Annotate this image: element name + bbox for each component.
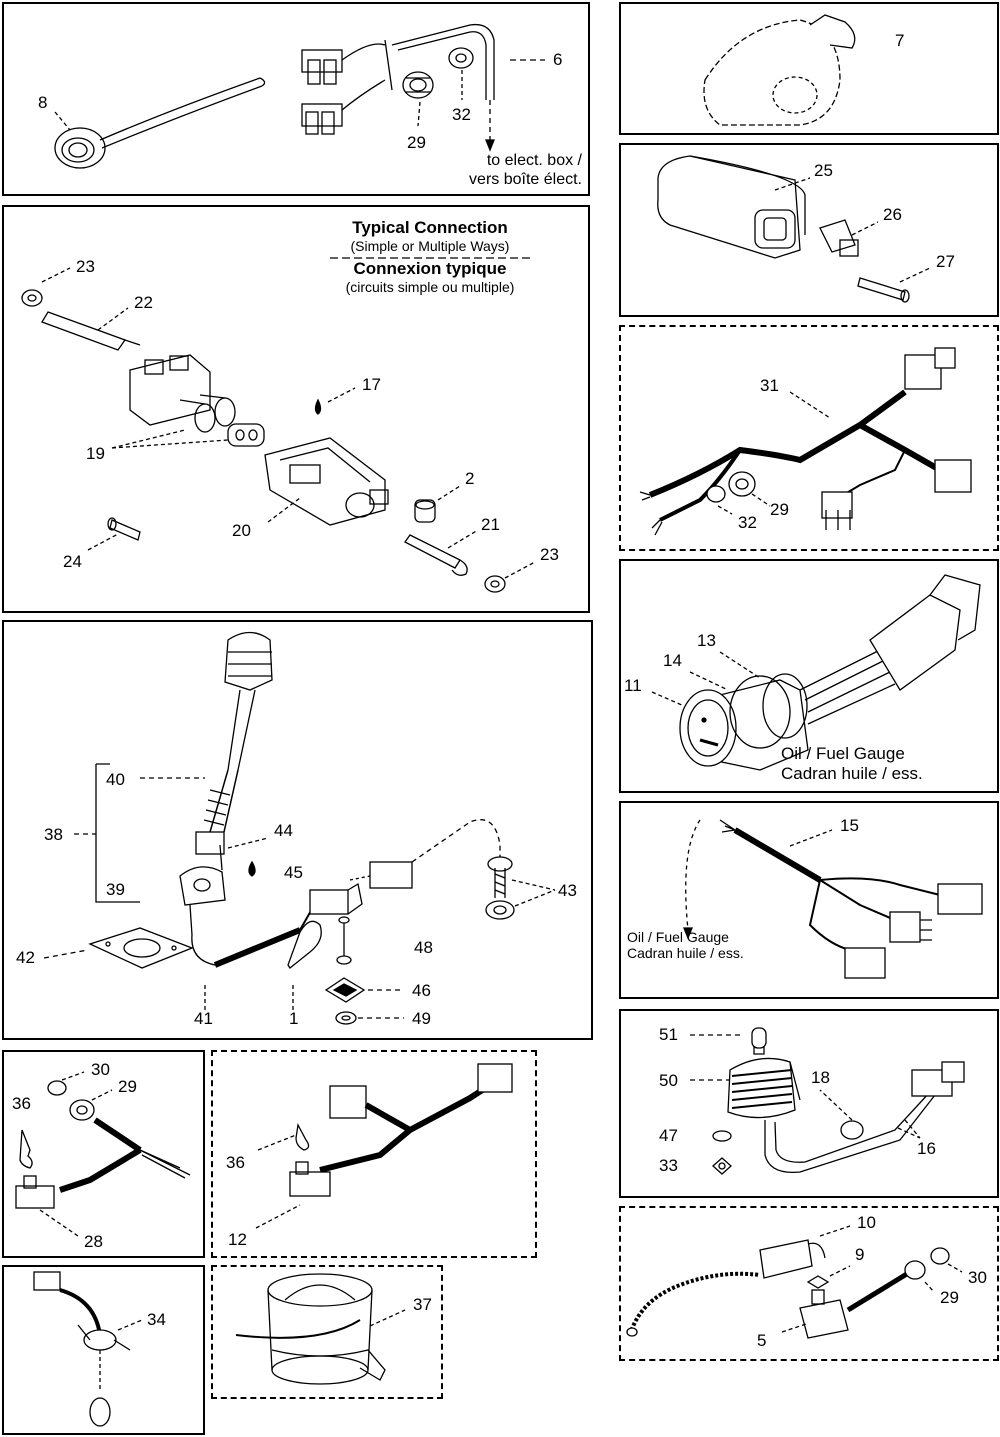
callout-13: 13 bbox=[697, 631, 716, 650]
callout-32: 32 bbox=[452, 105, 471, 124]
callout-34: 34 bbox=[147, 1310, 166, 1329]
panel-harness-31 bbox=[619, 325, 999, 551]
gauge-caption-fr: Cadran huile / ess. bbox=[781, 764, 923, 783]
panel-throttle-lever bbox=[2, 620, 593, 1040]
callout-2: 2 bbox=[465, 469, 475, 488]
callout-50: 50 bbox=[659, 1071, 678, 1090]
callout-46: 46 bbox=[412, 981, 431, 1000]
callout-29-harness: 29 bbox=[770, 500, 789, 519]
callout-25: 25 bbox=[814, 161, 833, 180]
callout-51: 51 bbox=[659, 1025, 678, 1044]
subtitle-fr: (circuits simple ou multiple) bbox=[345, 279, 515, 295]
callout-23-top: 23 bbox=[76, 257, 95, 276]
callout-29-switch: 29 bbox=[118, 1077, 137, 1096]
panel-harness-15 bbox=[619, 801, 999, 999]
callout-40: 40 bbox=[106, 770, 125, 789]
callout-48: 48 bbox=[414, 938, 433, 957]
callout-49: 49 bbox=[412, 1009, 431, 1028]
callout-15: 15 bbox=[840, 816, 859, 835]
title-en: Typical Connection bbox=[352, 218, 508, 237]
callout-1: 1 bbox=[289, 1009, 299, 1028]
note-vers-boite: vers boîte élect. bbox=[469, 171, 582, 188]
panel-switch-12 bbox=[211, 1050, 537, 1258]
subtitle-en: (Simple or Multiple Ways) bbox=[350, 238, 510, 254]
callout-27: 27 bbox=[936, 252, 955, 271]
callout-10: 10 bbox=[857, 1213, 876, 1232]
callout-39: 39 bbox=[106, 880, 125, 899]
harness-caption-fr: Cadran huile / ess. bbox=[627, 945, 744, 961]
callout-47: 47 bbox=[659, 1126, 678, 1145]
panel-lanyard-switch bbox=[619, 1206, 999, 1361]
callout-32-harness: 32 bbox=[738, 513, 757, 532]
callout-42: 42 bbox=[16, 948, 35, 967]
callout-11: 11 bbox=[624, 676, 642, 695]
harness-caption-en: Oil / Fuel Gauge bbox=[627, 929, 729, 945]
callout-26: 26 bbox=[883, 205, 902, 224]
typical-connection-title: Typical Connection (Simple or Multiple W… bbox=[320, 218, 540, 296]
callout-16: 16 bbox=[917, 1139, 936, 1158]
callout-6: 6 bbox=[553, 50, 563, 69]
panel-switch-28 bbox=[2, 1050, 205, 1258]
gauge-caption-en: Oil / Fuel Gauge bbox=[781, 744, 905, 763]
callout-38: 38 bbox=[44, 825, 63, 844]
callout-31: 31 bbox=[760, 376, 779, 395]
callout-21: 21 bbox=[481, 515, 500, 534]
callout-43: 43 bbox=[558, 881, 577, 900]
callout-14: 14 bbox=[663, 651, 682, 670]
callout-18: 18 bbox=[811, 1068, 830, 1087]
callout-22: 22 bbox=[134, 293, 153, 312]
callout-45: 45 bbox=[284, 863, 303, 882]
callout-41: 41 bbox=[194, 1009, 213, 1028]
callout-33: 33 bbox=[659, 1156, 678, 1175]
callout-19: 19 bbox=[86, 444, 105, 463]
note-to-elect-box: to elect. box / bbox=[486, 152, 582, 169]
callout-30-lanyard: 30 bbox=[968, 1268, 987, 1287]
callout-30-switch: 30 bbox=[91, 1060, 110, 1079]
callout-23-bottom: 23 bbox=[540, 545, 559, 564]
panel-connector-housing bbox=[619, 143, 999, 317]
callout-17: 17 bbox=[362, 375, 381, 394]
callout-8: 8 bbox=[38, 93, 48, 112]
callout-36-switch: 36 bbox=[12, 1094, 31, 1113]
panel-fitting-34 bbox=[2, 1265, 205, 1435]
title-fr: Connexion typique bbox=[353, 259, 507, 278]
callout-5: 5 bbox=[757, 1331, 767, 1350]
callout-9: 9 bbox=[855, 1245, 865, 1264]
callout-44: 44 bbox=[274, 821, 293, 840]
callout-24: 24 bbox=[63, 552, 82, 571]
callout-28: 28 bbox=[84, 1232, 103, 1251]
callout-29: 29 bbox=[407, 133, 426, 152]
callout-29-lanyard: 29 bbox=[940, 1288, 959, 1307]
panel-clamp-37 bbox=[211, 1265, 443, 1399]
callout-12: 12 bbox=[228, 1230, 247, 1249]
panel-cover bbox=[619, 2, 999, 135]
callout-7: 7 bbox=[895, 31, 905, 50]
callout-20: 20 bbox=[232, 521, 251, 540]
callout-37: 37 bbox=[413, 1295, 432, 1314]
callout-36-b: 36 bbox=[226, 1153, 245, 1172]
